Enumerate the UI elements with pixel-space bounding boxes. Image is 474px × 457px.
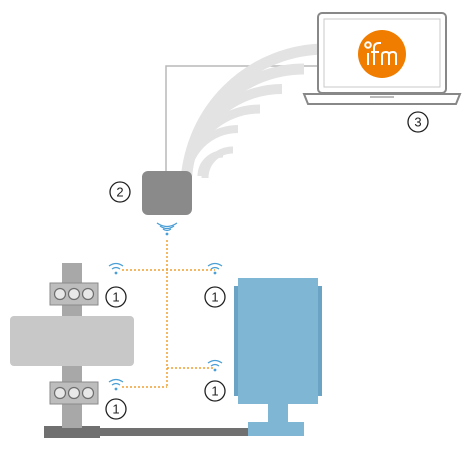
label-gateway-number: 2 — [116, 185, 123, 200]
label-laptop: 3 — [407, 111, 429, 133]
laptop-base — [302, 93, 462, 105]
left-machine-body — [10, 316, 134, 366]
label-sensor-top-right-number: 1 — [211, 290, 218, 305]
wireless-signal-arcs — [180, 43, 327, 190]
label-sensor-top-left-number: 1 — [112, 290, 119, 305]
sensor-signal-icon-bottom-right — [207, 359, 223, 372]
sensor-signal-icon-top-left — [108, 262, 124, 275]
label-sensor-top-left: 1 — [105, 286, 127, 308]
bottom-bearing — [49, 381, 99, 405]
sensor-network-lines — [122, 240, 215, 388]
label-sensor-bottom-left-number: 1 — [112, 402, 119, 417]
gateway-signal-icon — [156, 222, 178, 236]
left-base-plate — [44, 426, 100, 438]
label-gateway: 2 — [109, 181, 131, 203]
label-laptop-number: 3 — [414, 115, 421, 130]
top-bearing — [49, 282, 99, 306]
right-machine-motor — [234, 278, 322, 436]
sensor-signal-icon-bottom-left — [108, 378, 124, 391]
label-sensor-bottom-left: 1 — [105, 398, 127, 420]
gateway-device — [142, 171, 192, 215]
ifm-logo: ifm — [358, 30, 406, 78]
machine-base-rail — [44, 428, 304, 436]
label-sensor-bottom-right: 1 — [204, 380, 226, 402]
label-sensor-top-right: 1 — [204, 286, 226, 308]
label-sensor-bottom-right-number: 1 — [211, 384, 218, 399]
sensor-signal-icon-top-right — [207, 262, 223, 275]
